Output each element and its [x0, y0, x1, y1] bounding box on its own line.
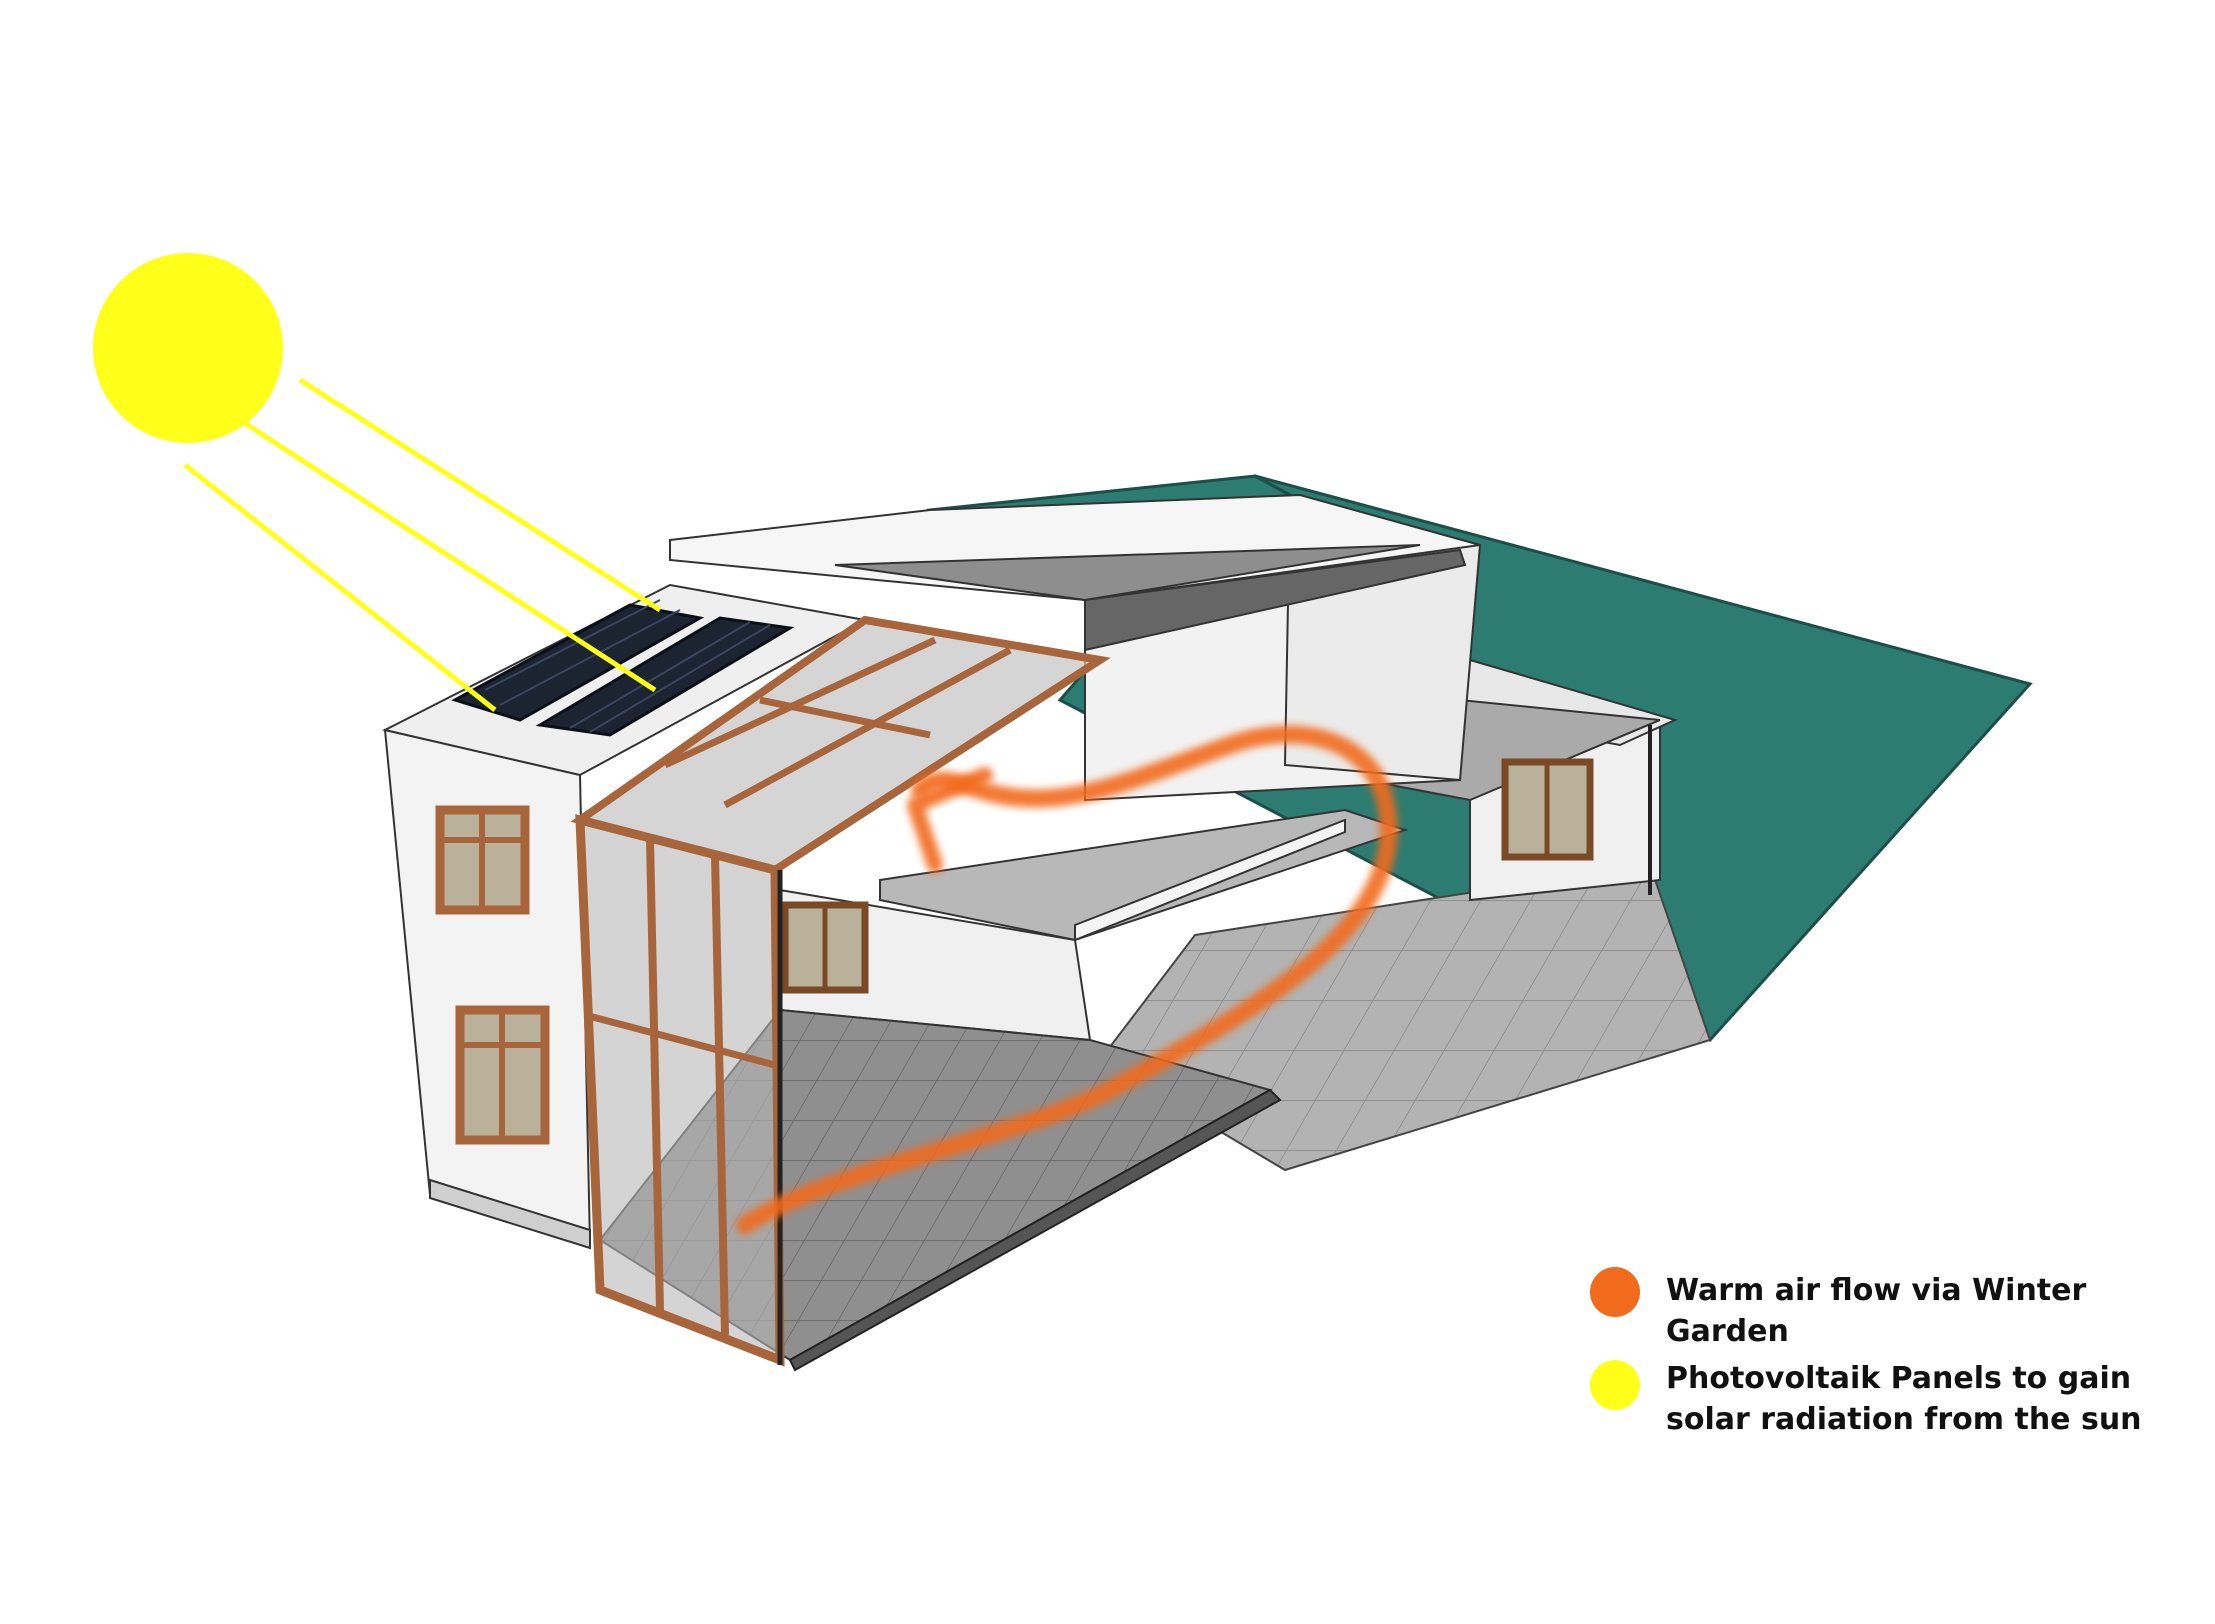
- yellow-dot-icon: [1590, 1360, 1640, 1410]
- legend-label-pv: Photovoltaik Panels to gain solar radiat…: [1666, 1358, 2206, 1440]
- tower-lower-window: [460, 1010, 545, 1140]
- winter-garden-glass-front: [580, 820, 780, 1360]
- orange-dot-icon: [1590, 1267, 1640, 1317]
- legend-label-airflow: Warm air flow via Winter Garden: [1666, 1270, 2206, 1352]
- sun-icon: [93, 253, 283, 443]
- tower-upper-window: [440, 810, 525, 910]
